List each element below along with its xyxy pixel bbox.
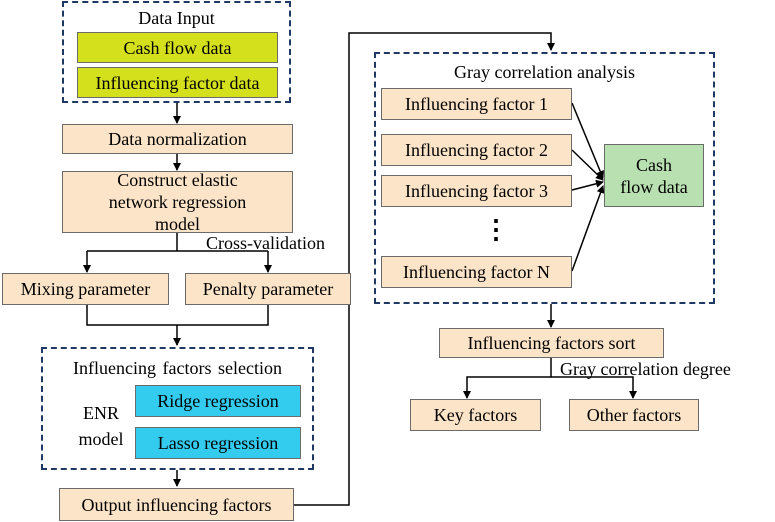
cash-flow-data-box: Cash flow data bbox=[77, 32, 278, 63]
data-input-group bbox=[62, 1, 291, 103]
ridge-regression-box: Ridge regression bbox=[135, 385, 301, 417]
arrow-output-to-gray-analysis bbox=[294, 32, 555, 506]
influencing-factors-sort-box: Influencing factors sort bbox=[439, 328, 664, 358]
data-input-title: Data Input bbox=[138, 8, 215, 28]
gray-cash-flow-data-box: Cash flow data bbox=[604, 144, 704, 207]
line-factorN-to-cashflow bbox=[571, 185, 605, 272]
influencing-factor-2-box: Influencing factor 2 bbox=[381, 134, 572, 166]
lasso-regression-box: Lasso regression bbox=[135, 427, 301, 459]
line-factor1-to-cashflow bbox=[571, 102, 605, 179]
cross-validation-label: Cross-validation bbox=[206, 233, 325, 253]
line-factor2-to-cashflow bbox=[571, 149, 604, 181]
gray-correlation-degree-label: Gray correlation degree bbox=[560, 359, 731, 379]
other-factors-box: Other factors bbox=[569, 399, 699, 431]
mixing-parameter-box: Mixing parameter bbox=[2, 273, 169, 305]
influencing-factor-n-box: Influencing factor N bbox=[381, 256, 572, 288]
influencing-factor-1-box: Influencing factor 1 bbox=[381, 88, 572, 120]
factors-selection-group bbox=[41, 347, 314, 470]
line-factor3-to-cashflow bbox=[571, 179, 604, 191]
key-factors-box: Key factors bbox=[410, 399, 541, 431]
enr-model-label: ENR model bbox=[78, 403, 124, 449]
influencing-factor-data-box: Influencing factor data bbox=[77, 67, 278, 98]
factors-ellipsis: ⋮ bbox=[483, 215, 509, 244]
arrow-sort-to-results bbox=[463, 357, 552, 399]
influencing-factor-3-box: Influencing factor 3 bbox=[381, 175, 572, 207]
output-influencing-factors-box: Output influencing factors bbox=[59, 488, 294, 521]
gray-correlation-group bbox=[374, 52, 715, 304]
construct-model-box: Construct elastic network regression mod… bbox=[62, 170, 293, 234]
gray-correlation-title: Gray correlation analysis bbox=[454, 62, 635, 82]
factors-selection-title: Influencing factors selection bbox=[73, 358, 282, 378]
data-normalization-box: Data normalization bbox=[62, 124, 293, 154]
penalty-parameter-box: Penalty parameter bbox=[185, 273, 351, 305]
arrow-parameters-to-selection bbox=[86, 304, 269, 326]
